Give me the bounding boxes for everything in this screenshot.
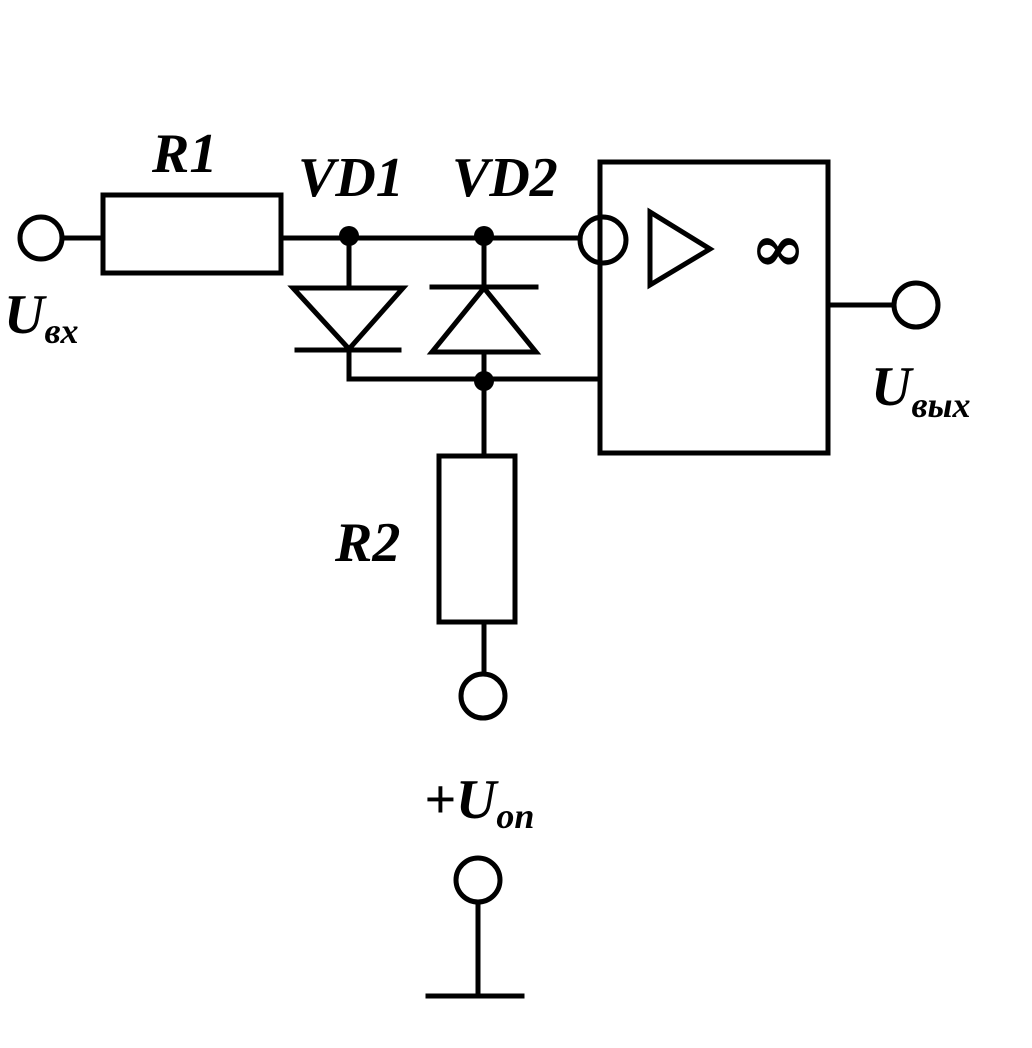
input-terminal: [17, 214, 65, 262]
output-terminal: [891, 280, 941, 330]
label-r1: R1: [151, 123, 217, 185]
label-u-ref-main: +U: [424, 769, 499, 831]
resistor-r2: [436, 453, 518, 625]
label-u-out-sub: вых: [911, 385, 970, 425]
infinity-gain-symbol: ∞: [751, 209, 806, 287]
label-vd1: VD1: [298, 147, 404, 209]
label-u-ref: +Uоп: [424, 769, 534, 836]
label-vd2: VD2: [452, 147, 558, 209]
reference-terminal: [458, 671, 508, 721]
diode-vd2-body: [426, 284, 542, 355]
label-u-in-sub: вх: [44, 311, 78, 351]
opamp-inverting-input: [577, 214, 629, 266]
opamp-block: [597, 159, 831, 456]
label-u-out-main: U: [871, 356, 914, 418]
ground-reference-terminal: [453, 855, 503, 905]
resistor-r1: [100, 192, 284, 276]
label-u-in: Uвх: [4, 284, 79, 351]
diode-vd1-body: [287, 285, 409, 353]
label-u-ref-sub: оп: [496, 796, 534, 836]
amplifier-triangle-icon: [647, 207, 715, 290]
label-u-out: Uвых: [871, 356, 971, 425]
junction-node-c: [474, 371, 494, 391]
label-r2: R2: [334, 512, 400, 574]
label-u-in-main: U: [4, 284, 47, 346]
